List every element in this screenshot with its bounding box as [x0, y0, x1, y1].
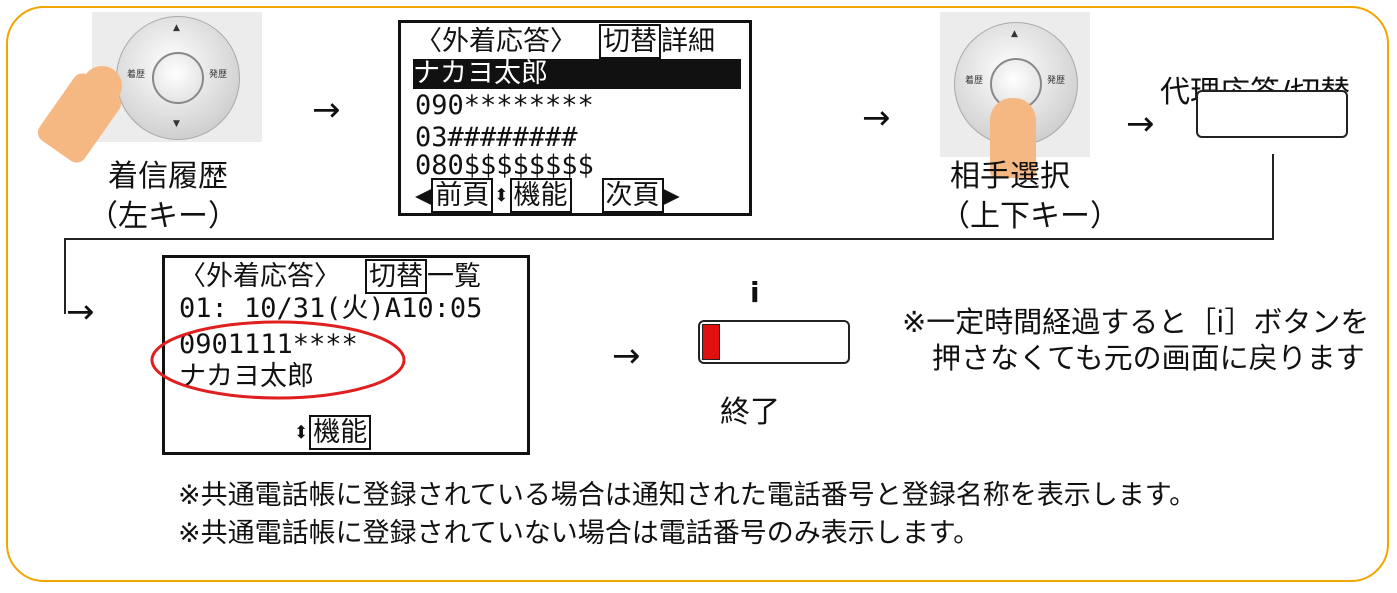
screen2-mode: 一覧 — [427, 261, 481, 292]
step4-label: 終了 — [720, 395, 780, 430]
dpad-icon-2: ▲ ▼ 着歴 発歴 — [954, 22, 1078, 146]
step2-sublabel: （上下キー） — [940, 199, 1120, 234]
diagram-frame — [6, 6, 1389, 582]
screen1-selected-row: ナカヨ太郎 — [413, 59, 741, 89]
screen2-mode-box: 切替 — [365, 259, 427, 294]
info-button-label: i — [750, 276, 760, 309]
highlight-ellipse — [150, 320, 406, 400]
proxy-answer-button — [1196, 90, 1348, 138]
screen2-line3: ナカヨ太郎 — [179, 361, 314, 392]
connector-horizontal — [64, 238, 1274, 240]
dpad-icon: ▲ ▼ 着歴 発歴 — [116, 16, 240, 140]
updown-icon: ⬍ — [493, 180, 510, 211]
lcd-screen-history-list: 〈外着応答〉切替一覧 01: 10/31(火)A10:05 0901111***… — [162, 255, 530, 455]
arrow-5: → — [612, 336, 641, 376]
screen1-function: 機能 — [509, 178, 572, 213]
dpad-image-left: ▲ ▼ 着歴 発歴 — [92, 12, 262, 142]
lcd-screen-history-detail: 〈外着応答〉切替詳細 ナカヨ太郎 090******** 03######## … — [398, 20, 752, 216]
screen1-line2: 090******** — [415, 90, 594, 121]
screen1-prev-page: 前頁 — [431, 178, 494, 213]
step1-label: 着信履歴 — [108, 159, 228, 194]
screen2-line1: 01: 10/31(火)A10:05 — [179, 293, 483, 324]
screen2-function: 機能 — [309, 415, 372, 450]
bottom-note-1: ※共通電話帳に登録されている場合は通知された電話番号と登録名称を表示します。 — [178, 480, 1197, 511]
screen1-title: 〈外着応答〉 — [415, 26, 577, 57]
updown-icon-2: ⬍ — [293, 417, 310, 448]
connector-vertical-left — [64, 238, 66, 314]
screen1-mode-box: 切替 — [599, 24, 661, 59]
screen1-line4: 080$$$$$$$$ — [415, 150, 594, 181]
screen1-mode: 詳細 — [661, 26, 715, 57]
arrow-3: → — [1126, 104, 1155, 144]
screen1-next-page: 次頁 — [601, 178, 664, 213]
finger-icon-2 — [990, 98, 1036, 178]
screen2-title: 〈外着応答〉 — [179, 261, 341, 292]
screen2-line2: 0901111**** — [179, 329, 358, 360]
nav-right-icon: ▶ — [663, 180, 680, 211]
step1-sublabel: （左キー） — [88, 199, 238, 234]
dpad-center-icon — [152, 52, 204, 104]
step2-label: 相手選択 — [950, 159, 1070, 194]
screen1-line3: 03######## — [415, 122, 578, 153]
arrow-1: → — [312, 90, 341, 130]
info-button-red-indicator — [702, 324, 720, 360]
fingertip-icon — [82, 66, 122, 106]
connector-vertical-right — [1272, 154, 1274, 240]
nav-left-icon: ◀ — [415, 180, 432, 211]
arrow-2: → — [862, 98, 891, 138]
side-note-line1: ※一定時間経過すると［i］ボタンを — [902, 305, 1370, 339]
arrow-4: → — [66, 292, 95, 332]
bottom-note-2: ※共通電話帳に登録されていない場合は電話番号のみ表示します。 — [178, 518, 981, 549]
info-button — [698, 320, 850, 364]
side-note-line2: 押さなくても元の画面に戻ります — [932, 341, 1365, 375]
